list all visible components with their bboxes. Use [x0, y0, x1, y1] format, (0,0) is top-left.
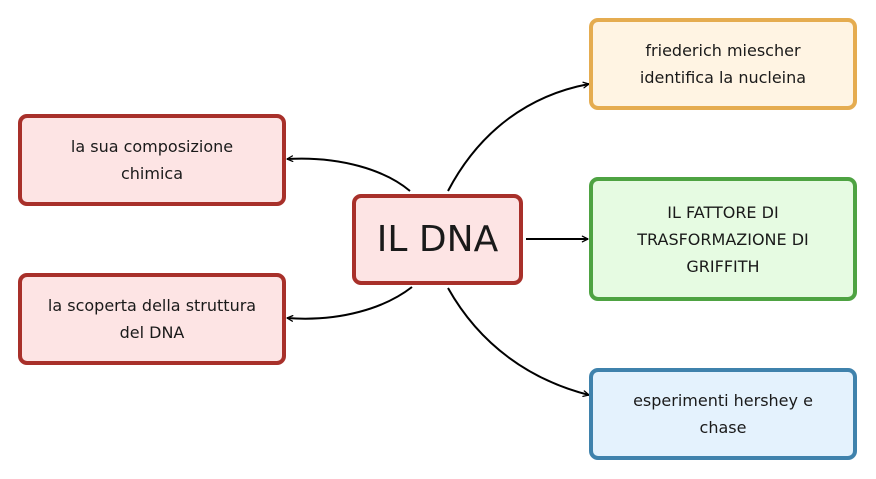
- connector-to-left1: [286, 155, 411, 192]
- node-scoperta-struttura[interactable]: la scoperta della struttura del DNA: [18, 273, 286, 365]
- node-label: la sua composizione chimica: [70, 137, 234, 183]
- node-miescher-nucleina[interactable]: friederich miescher identifica la nuclei…: [589, 18, 857, 110]
- node-fattore-griffith[interactable]: IL FATTORE DI TRASFORMAZIONE DI GRIFFITH: [589, 177, 857, 301]
- node-label: IL FATTORE DI TRASFORMAZIONE DI GRIFFITH: [637, 202, 809, 276]
- center-node-label: IL DNA: [376, 218, 499, 260]
- node-hershey-chase[interactable]: esperimenti hershey e chase: [589, 368, 857, 460]
- connector-to-right3: [447, 287, 590, 397]
- node-composizione-chimica[interactable]: la sua composizione chimica: [18, 114, 286, 206]
- center-node[interactable]: IL DNA: [352, 194, 523, 285]
- node-label: friederich miescher identifica la nuclei…: [639, 41, 807, 87]
- connector-to-left2: [286, 286, 413, 322]
- connector-to-right1: [447, 81, 590, 192]
- node-label: la scoperta della struttura del DNA: [47, 296, 257, 342]
- node-label: esperimenti hershey e chase: [633, 391, 813, 437]
